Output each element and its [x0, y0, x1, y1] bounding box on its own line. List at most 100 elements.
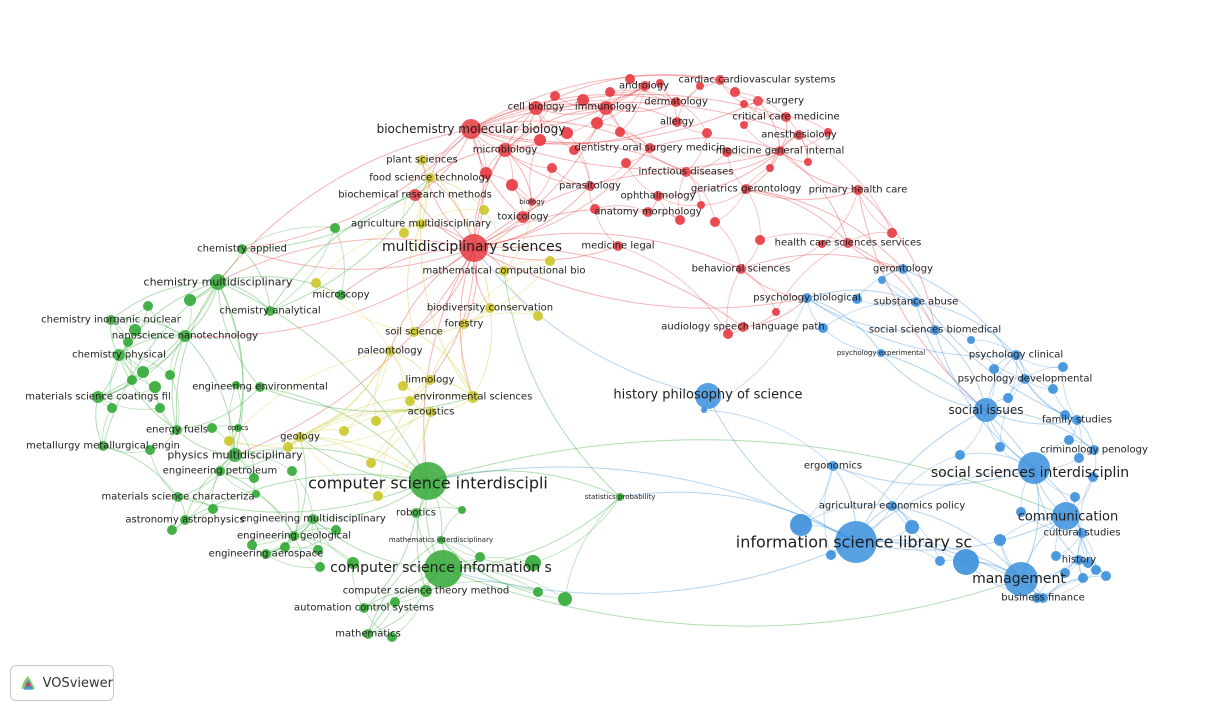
network-node-minor[interactable] — [826, 550, 836, 560]
network-node-infect[interactable] — [681, 167, 691, 177]
network-node-ssinter[interactable] — [1018, 452, 1050, 484]
network-node-optics[interactable] — [234, 424, 242, 432]
network-node-astro[interactable] — [180, 515, 190, 525]
network-node-statsprob[interactable] — [616, 493, 624, 501]
network-node-minor[interactable] — [533, 587, 543, 597]
network-node-minor[interactable] — [208, 504, 218, 514]
network-node-minor[interactable] — [625, 74, 635, 84]
network-node-communication[interactable] — [1052, 502, 1080, 530]
network-node-csinter[interactable] — [409, 462, 447, 500]
network-node-minor[interactable] — [955, 450, 965, 460]
network-node-biochemrm[interactable] — [409, 189, 421, 201]
network-node-minor[interactable] — [804, 158, 812, 166]
network-node-minor[interactable] — [145, 445, 155, 455]
network-node-minor[interactable] — [373, 491, 383, 501]
network-node-minor[interactable] — [123, 337, 133, 347]
network-node-parasit[interactable] — [585, 181, 595, 191]
network-node-substance[interactable] — [911, 297, 921, 307]
network-node-minor[interactable] — [1048, 384, 1058, 394]
network-node-minor[interactable] — [905, 520, 919, 534]
network-node-minor[interactable] — [184, 294, 196, 306]
network-node-envsci[interactable] — [467, 391, 479, 403]
network-node-minor[interactable] — [1058, 362, 1068, 372]
network-node-minor[interactable] — [590, 204, 600, 214]
network-node-minor[interactable] — [387, 632, 397, 642]
vosviewer-logo-button[interactable]: VOSviewer — [10, 665, 114, 701]
network-node-mathinter[interactable] — [437, 536, 445, 544]
network-node-minor[interactable] — [525, 555, 541, 571]
network-node-minor[interactable] — [143, 301, 153, 311]
network-node-soilsci[interactable] — [409, 327, 419, 337]
network-node-cellbio[interactable] — [529, 101, 543, 115]
network-node-hps[interactable] — [695, 383, 721, 409]
network-node-minor[interactable] — [475, 552, 485, 562]
network-node-chemmulti[interactable] — [210, 274, 226, 290]
network-node-minor[interactable] — [1091, 565, 1101, 575]
network-node-minor[interactable] — [366, 458, 376, 468]
network-node-minor[interactable] — [371, 416, 381, 426]
network-node-toxicology[interactable] — [517, 211, 529, 223]
network-node-minor[interactable] — [127, 375, 137, 385]
network-node-minor[interactable] — [287, 466, 297, 476]
network-node-chemapp[interactable] — [237, 244, 247, 254]
network-node-minor[interactable] — [283, 442, 293, 452]
network-node-minor[interactable] — [887, 228, 897, 238]
network-node-minor[interactable] — [605, 87, 615, 97]
network-node-minor[interactable] — [656, 79, 664, 87]
network-node-limnology[interactable] — [425, 375, 435, 385]
network-node-minor[interactable] — [129, 324, 141, 336]
network-node-minor[interactable] — [696, 82, 704, 90]
network-node-multi[interactable] — [460, 234, 488, 262]
network-node-minor[interactable] — [249, 473, 259, 483]
network-node-minor[interactable] — [533, 311, 543, 321]
network-node-minor[interactable] — [994, 534, 1006, 546]
network-node-minor[interactable] — [347, 557, 359, 569]
network-node-ergonomics[interactable] — [828, 461, 838, 471]
network-node-mathcomp[interactable] — [499, 266, 509, 276]
network-node-anatomy[interactable] — [643, 207, 653, 217]
network-node-geology[interactable] — [295, 432, 305, 442]
network-node-chemino[interactable] — [106, 315, 116, 325]
network-node-andrology[interactable] — [640, 81, 650, 91]
network-node-minor[interactable] — [149, 381, 161, 393]
network-node-critcare[interactable] — [781, 112, 791, 122]
network-node-minor[interactable] — [615, 127, 625, 137]
network-node-minor[interactable] — [331, 525, 341, 535]
network-node-minor[interactable] — [458, 506, 466, 514]
network-node-minor[interactable] — [935, 556, 945, 566]
network-node-dermatology[interactable] — [671, 97, 681, 107]
network-node-engpet[interactable] — [215, 466, 225, 476]
network-node-minor[interactable] — [167, 525, 177, 535]
network-node-minor[interactable] — [1088, 472, 1098, 482]
network-node-cardiac[interactable] — [715, 75, 725, 85]
network-node-socissues[interactable] — [974, 398, 998, 422]
network-node-minor[interactable] — [1060, 568, 1070, 578]
network-node-minor[interactable] — [561, 127, 573, 139]
network-node-geront[interactable] — [898, 264, 908, 274]
network-node-minor[interactable] — [577, 94, 589, 106]
network-node-minor[interactable] — [730, 87, 740, 97]
network-node-foodsci[interactable] — [425, 173, 435, 183]
network-node-minor[interactable] — [224, 436, 234, 446]
network-node-minor[interactable] — [330, 223, 340, 233]
network-node-minor[interactable] — [710, 217, 720, 227]
network-node-robotics[interactable] — [411, 508, 421, 518]
network-node-minor[interactable] — [547, 163, 557, 173]
network-node-minor[interactable] — [1101, 571, 1111, 581]
network-node-agecon[interactable] — [887, 501, 897, 511]
network-node-minor[interactable] — [697, 201, 705, 209]
network-node-minor[interactable] — [155, 403, 165, 413]
network-node-minor[interactable] — [107, 403, 117, 413]
network-node-minor[interactable] — [740, 100, 748, 108]
network-node-dentistry[interactable] — [645, 143, 655, 153]
network-node-minor[interactable] — [207, 423, 217, 433]
network-node-nano[interactable] — [179, 330, 191, 342]
network-node-minor[interactable] — [1016, 507, 1026, 517]
network-node-minor[interactable] — [967, 336, 975, 344]
network-node-allergy[interactable] — [672, 117, 682, 127]
network-node-biology[interactable] — [528, 198, 536, 206]
network-node-minor[interactable] — [558, 592, 572, 606]
network-node-agric[interactable] — [416, 219, 426, 229]
network-node-minor[interactable] — [545, 256, 555, 266]
network-node-minor[interactable] — [534, 134, 546, 146]
